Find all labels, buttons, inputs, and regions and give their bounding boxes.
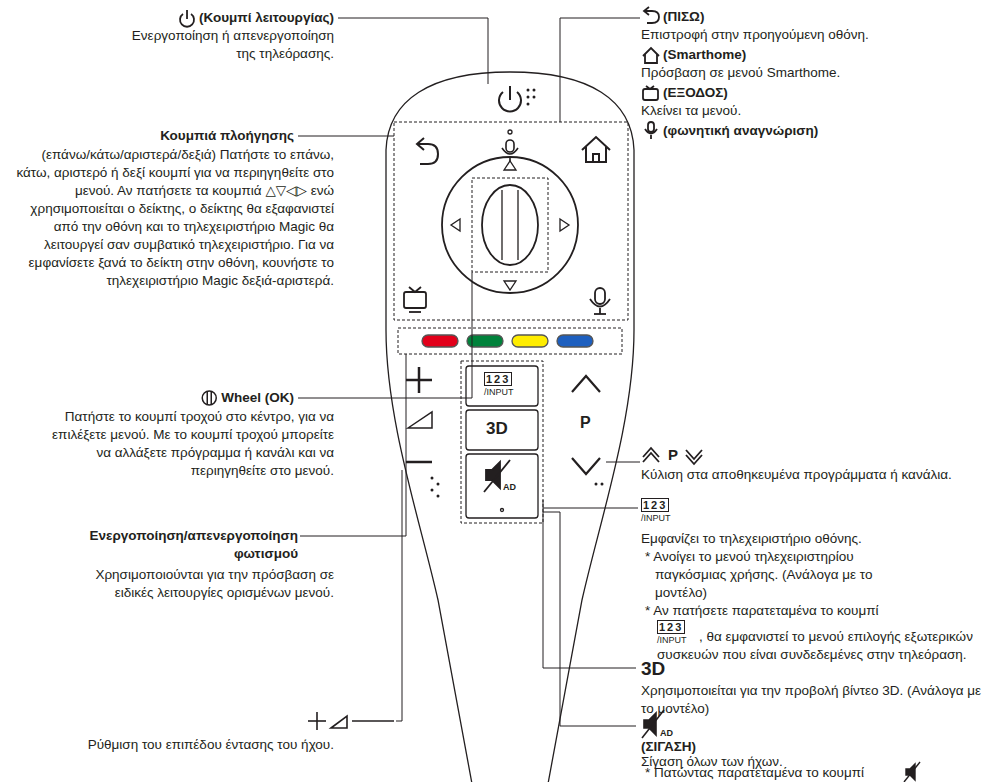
button-name: (ΕΞΟΔΟΣ) xyxy=(663,84,728,102)
power-icon xyxy=(180,10,194,27)
description: Πατήστε το κουμπί τροχού στο κέντρο, για… xyxy=(40,408,334,480)
red-button xyxy=(422,335,458,347)
leader-lines xyxy=(298,18,640,726)
exit-icon xyxy=(643,86,658,100)
remote-body xyxy=(386,72,634,782)
blue-button xyxy=(557,335,593,347)
description: Ενεργοποίηση ή απενεργοποίηση της τηλεόρ… xyxy=(110,27,334,63)
button-name: (ΣΙΓΑΣΗ) xyxy=(641,738,696,756)
button-name: 3D xyxy=(641,658,665,680)
program-button xyxy=(572,376,600,474)
button-name: (Smarthome) xyxy=(663,46,746,64)
button-icon-text: AD xyxy=(660,728,673,738)
note: * Αν πατήσετε παρατεταμένα το κουμπί xyxy=(645,602,975,620)
description: Επιστροφή στην προηγούμενη οθόνη. xyxy=(641,26,986,44)
button-text: P xyxy=(580,414,591,432)
button-icon-text: 123 xyxy=(641,498,669,512)
button-name: Wheel (OK) xyxy=(10,389,294,407)
description: (επάνω/κάτω/αριστερά/δεξιά) Πατήστε το ε… xyxy=(4,146,334,290)
description: Κύλιση στα αποθηκευμένα προγράμματα ή κα… xyxy=(641,466,986,484)
button-name: (ΠΙΣΩ) xyxy=(663,8,704,26)
note: , θα εμφανιστεί το μενού επιλογής εξωτερ… xyxy=(657,628,977,664)
power-button xyxy=(499,86,521,111)
button-name: (φωνητική αναγνώριση) xyxy=(663,122,818,140)
mute-icon-small xyxy=(904,762,920,782)
description: Πρόσβαση σε μενού Smarthome. xyxy=(641,64,986,82)
button-icon-text: /INPUT xyxy=(657,635,687,646)
wheel-icon xyxy=(202,391,216,405)
button-text: /INPUT xyxy=(484,387,514,398)
description: Ρύθμιση του επιπέδου έντασης του ήχου. xyxy=(80,736,334,754)
description: Χρησιμοποιείται για την προβολή βίντεο 3… xyxy=(641,682,986,718)
note: * Ανοίγει το μενού τηλεχειριστηρίου παγκ… xyxy=(645,548,900,602)
description: Χρησιμοποιούνται για την πρόσβαση σε ειδ… xyxy=(80,566,334,602)
button-name: (Κουμπί λειτουργίας) xyxy=(10,9,334,27)
button-icon-text: /INPUT xyxy=(641,513,671,524)
back-icon xyxy=(644,7,659,23)
voice-button xyxy=(590,288,610,314)
home-button xyxy=(582,137,610,162)
button-name: P xyxy=(668,446,678,464)
note: * Πατώντας παρατεταμένα το κουμπί xyxy=(645,764,864,782)
description: Εμφανίζει το τηλεχειριστήριο οθόνης. xyxy=(641,530,986,548)
voice-icon xyxy=(645,122,657,139)
button-icon-text: 123 xyxy=(657,620,685,634)
button-name: Κουμπιά πλοήγησης xyxy=(10,127,294,145)
yellow-button xyxy=(512,335,548,347)
mic-button xyxy=(502,140,518,162)
button-name: Ενεργοποίηση/απενεργοποίηση φωτισμού xyxy=(60,527,298,563)
button-text: 123 xyxy=(484,372,512,386)
volume-symbols xyxy=(308,712,394,730)
description: Κλείνει τα μενού. xyxy=(641,102,986,120)
button-text: AD xyxy=(503,482,516,492)
button-text: 3D xyxy=(486,419,508,439)
home-icon xyxy=(643,48,659,63)
volume-button xyxy=(406,367,432,462)
back-button xyxy=(417,138,438,164)
exit-button xyxy=(404,287,426,312)
